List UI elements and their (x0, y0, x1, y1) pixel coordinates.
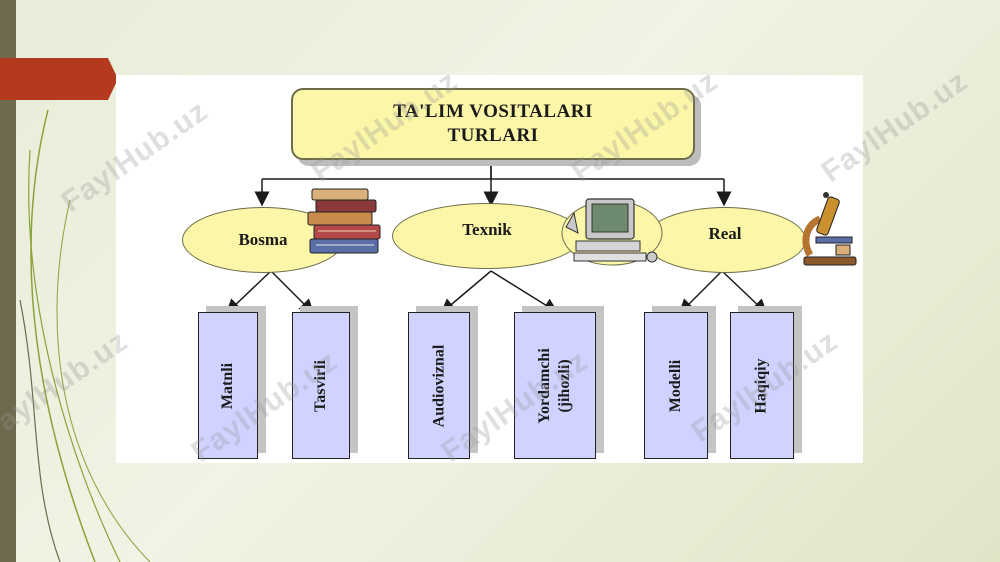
leaf-matnli: Matnli (198, 312, 258, 459)
leaf-label: Matnli (219, 362, 236, 409)
node-real: Real (644, 207, 806, 273)
connector-audioviznal (440, 270, 492, 314)
node-label: Real (708, 224, 742, 243)
connector-haqiqiy (721, 270, 768, 315)
microscope-icon (802, 192, 857, 266)
diagram-title: TA'LIM VOSITALARI TURLARI (393, 101, 593, 146)
leaf-label: Haqiqiy (752, 357, 770, 414)
computer-icon (561, 198, 663, 266)
decorative-swirl-lines (19, 109, 151, 562)
leaf-haqiqiy: Haqiqiy (730, 312, 794, 459)
leaf-yordamchi: Yordamchi (jihozli) (514, 312, 596, 459)
leaf-label: Modelli (667, 359, 684, 412)
node-texnik: Texnik (392, 203, 582, 269)
diagram-canvas: TA'LIM VOSITALARI TURLARI Bosma Texnik R… (116, 75, 863, 463)
leaf-audioviznal: Audioviznal (408, 312, 470, 459)
slide-side-bar (0, 0, 16, 562)
leaf-tasvirli: Tasvirli (292, 312, 350, 459)
leaf-label: Tasvirli (312, 359, 329, 412)
diagram-connectors (225, 158, 768, 315)
connector-tasvirli (270, 270, 315, 315)
diagram-title-box: TA'LIM VOSITALARI TURLARI (291, 88, 695, 160)
books-icon (307, 188, 381, 254)
leaf-label: Audioviznal (430, 344, 447, 427)
node-label: Bosma (238, 230, 288, 249)
node-label: Texnik (462, 220, 512, 239)
leaf-label: Yordamchi (jihozli) (536, 347, 573, 424)
leaf-modelli: Modelli (644, 312, 708, 459)
connector-matnli (225, 270, 272, 315)
slide-accent-tab (0, 58, 118, 100)
connector-yordamchi (490, 270, 559, 313)
connector-modelli (678, 270, 723, 315)
